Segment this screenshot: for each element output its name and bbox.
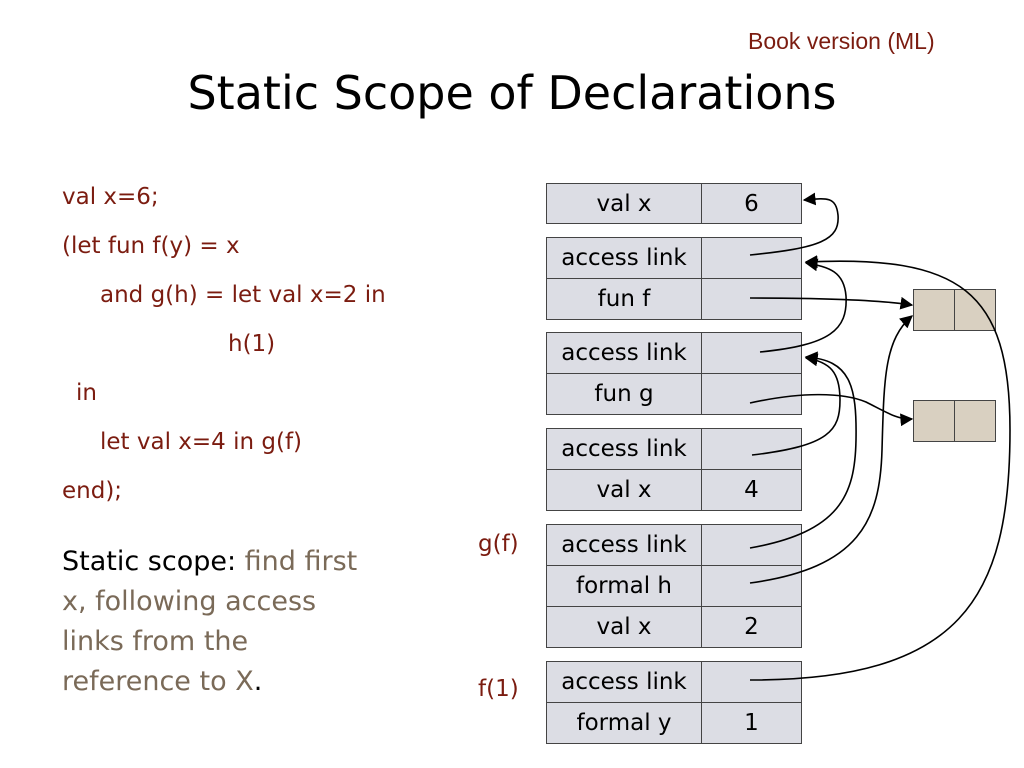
frame-cell-name: access link: [546, 428, 702, 470]
closure-f-env-cell: [954, 289, 996, 331]
frame-cell-name: fun f: [546, 278, 702, 320]
code-line: and g(h) = let val x=2 in: [100, 282, 386, 308]
frame-cell-name: access link: [546, 661, 702, 703]
frame-cell-value: 6: [701, 183, 802, 224]
access-link-arrow: [759, 258, 847, 353]
code-line: h(1): [228, 331, 276, 357]
code-line: (let fun f(y) = x: [62, 233, 240, 259]
static-scope-note: Static scope: find first x, following ac…: [62, 542, 372, 702]
note-strong: Static scope:: [62, 546, 237, 577]
closure-pointer-arrow: [749, 315, 913, 584]
code-line: val x=6;: [62, 184, 159, 210]
frame-cell-name: formal h: [546, 565, 702, 607]
frame-cell-value: 1: [701, 702, 802, 744]
frame-cell-value: [701, 565, 802, 607]
frame-cell-name: val x: [546, 606, 702, 648]
closure-g-env-cell: [954, 400, 996, 442]
frame-cell-name: val x: [546, 469, 702, 511]
frame-label-f: f(1): [478, 676, 519, 702]
slide-title: Static Scope of Declarations: [187, 66, 837, 120]
frame-cell-value: [701, 373, 802, 415]
closure-pointer-arrow: [749, 393, 914, 427]
note-text: find first x, following access links fro…: [62, 546, 358, 697]
access-link-arrow: [751, 353, 841, 456]
code-line: in: [76, 380, 97, 406]
frame-cell-value: [701, 237, 802, 279]
frame-cell-value: [701, 278, 802, 320]
closure-pointer-arrow: [749, 296, 914, 310]
frame-cell-value: 2: [701, 606, 802, 648]
frame-cell-name: formal y: [546, 702, 702, 744]
frame-cell-name: fun g: [546, 373, 702, 415]
access-link-arrow: [749, 192, 839, 256]
frame-cell-value: 4: [701, 469, 802, 511]
code-line: let val x=4 in g(f): [100, 429, 303, 455]
book-version-label: Book version (ML): [748, 28, 935, 54]
frame-label-g: g(f): [478, 531, 519, 557]
access-link-arrow: [749, 351, 857, 549]
code-line: end);: [62, 478, 123, 504]
access-link-arrow: [749, 255, 1011, 681]
frame-cell-value: [701, 428, 802, 470]
frame-cell-name: access link: [546, 524, 702, 566]
note-period: .: [253, 666, 263, 697]
